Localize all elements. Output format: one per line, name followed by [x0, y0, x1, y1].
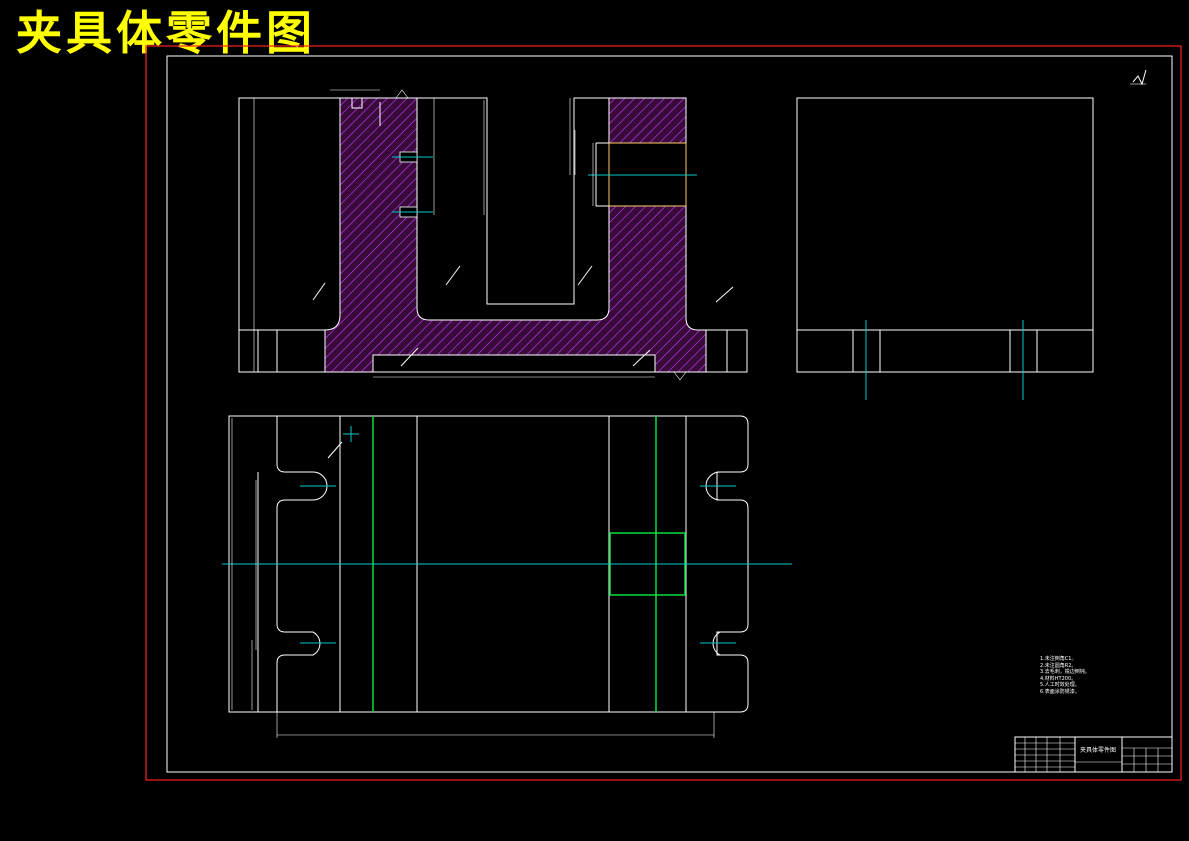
- technical-notes: 1.未注倒角C1。 2.未注圆角R2。 3.去毛刺，锐边倒钝。 4.材料HT20…: [1040, 656, 1150, 696]
- note-line: 4.材料HT200。: [1040, 675, 1077, 682]
- outer-frame: [145, 45, 1182, 781]
- side-view: [796, 97, 1094, 400]
- roughness-mark: [1130, 69, 1147, 86]
- leader-arrows: [312, 265, 734, 367]
- hatched-section: [324, 97, 707, 373]
- front-dimensions: [253, 89, 687, 381]
- front-section-view: [238, 89, 748, 381]
- title-block-name: 夹具体零件图: [1080, 747, 1117, 754]
- note-line: 6.表面涂防锈漆。: [1040, 688, 1080, 695]
- tapped-holes: [392, 151, 433, 218]
- title-block: [1014, 736, 1173, 773]
- note-line: 2.未注圆角R2。: [1040, 662, 1077, 669]
- top-outline: [228, 415, 749, 713]
- crosshair-mark: [343, 426, 359, 442]
- drawing-title: 夹具体零件图: [16, 6, 316, 60]
- note-line: 3.去毛刺，锐边倒钝。: [1040, 669, 1090, 676]
- top-dimensions: [231, 418, 715, 738]
- note-line: 1.未注倒角C1。: [1040, 656, 1077, 662]
- inner-frame: [166, 55, 1173, 773]
- top-view: [222, 415, 792, 738]
- note-line: 5.人工时效处理。: [1040, 682, 1080, 689]
